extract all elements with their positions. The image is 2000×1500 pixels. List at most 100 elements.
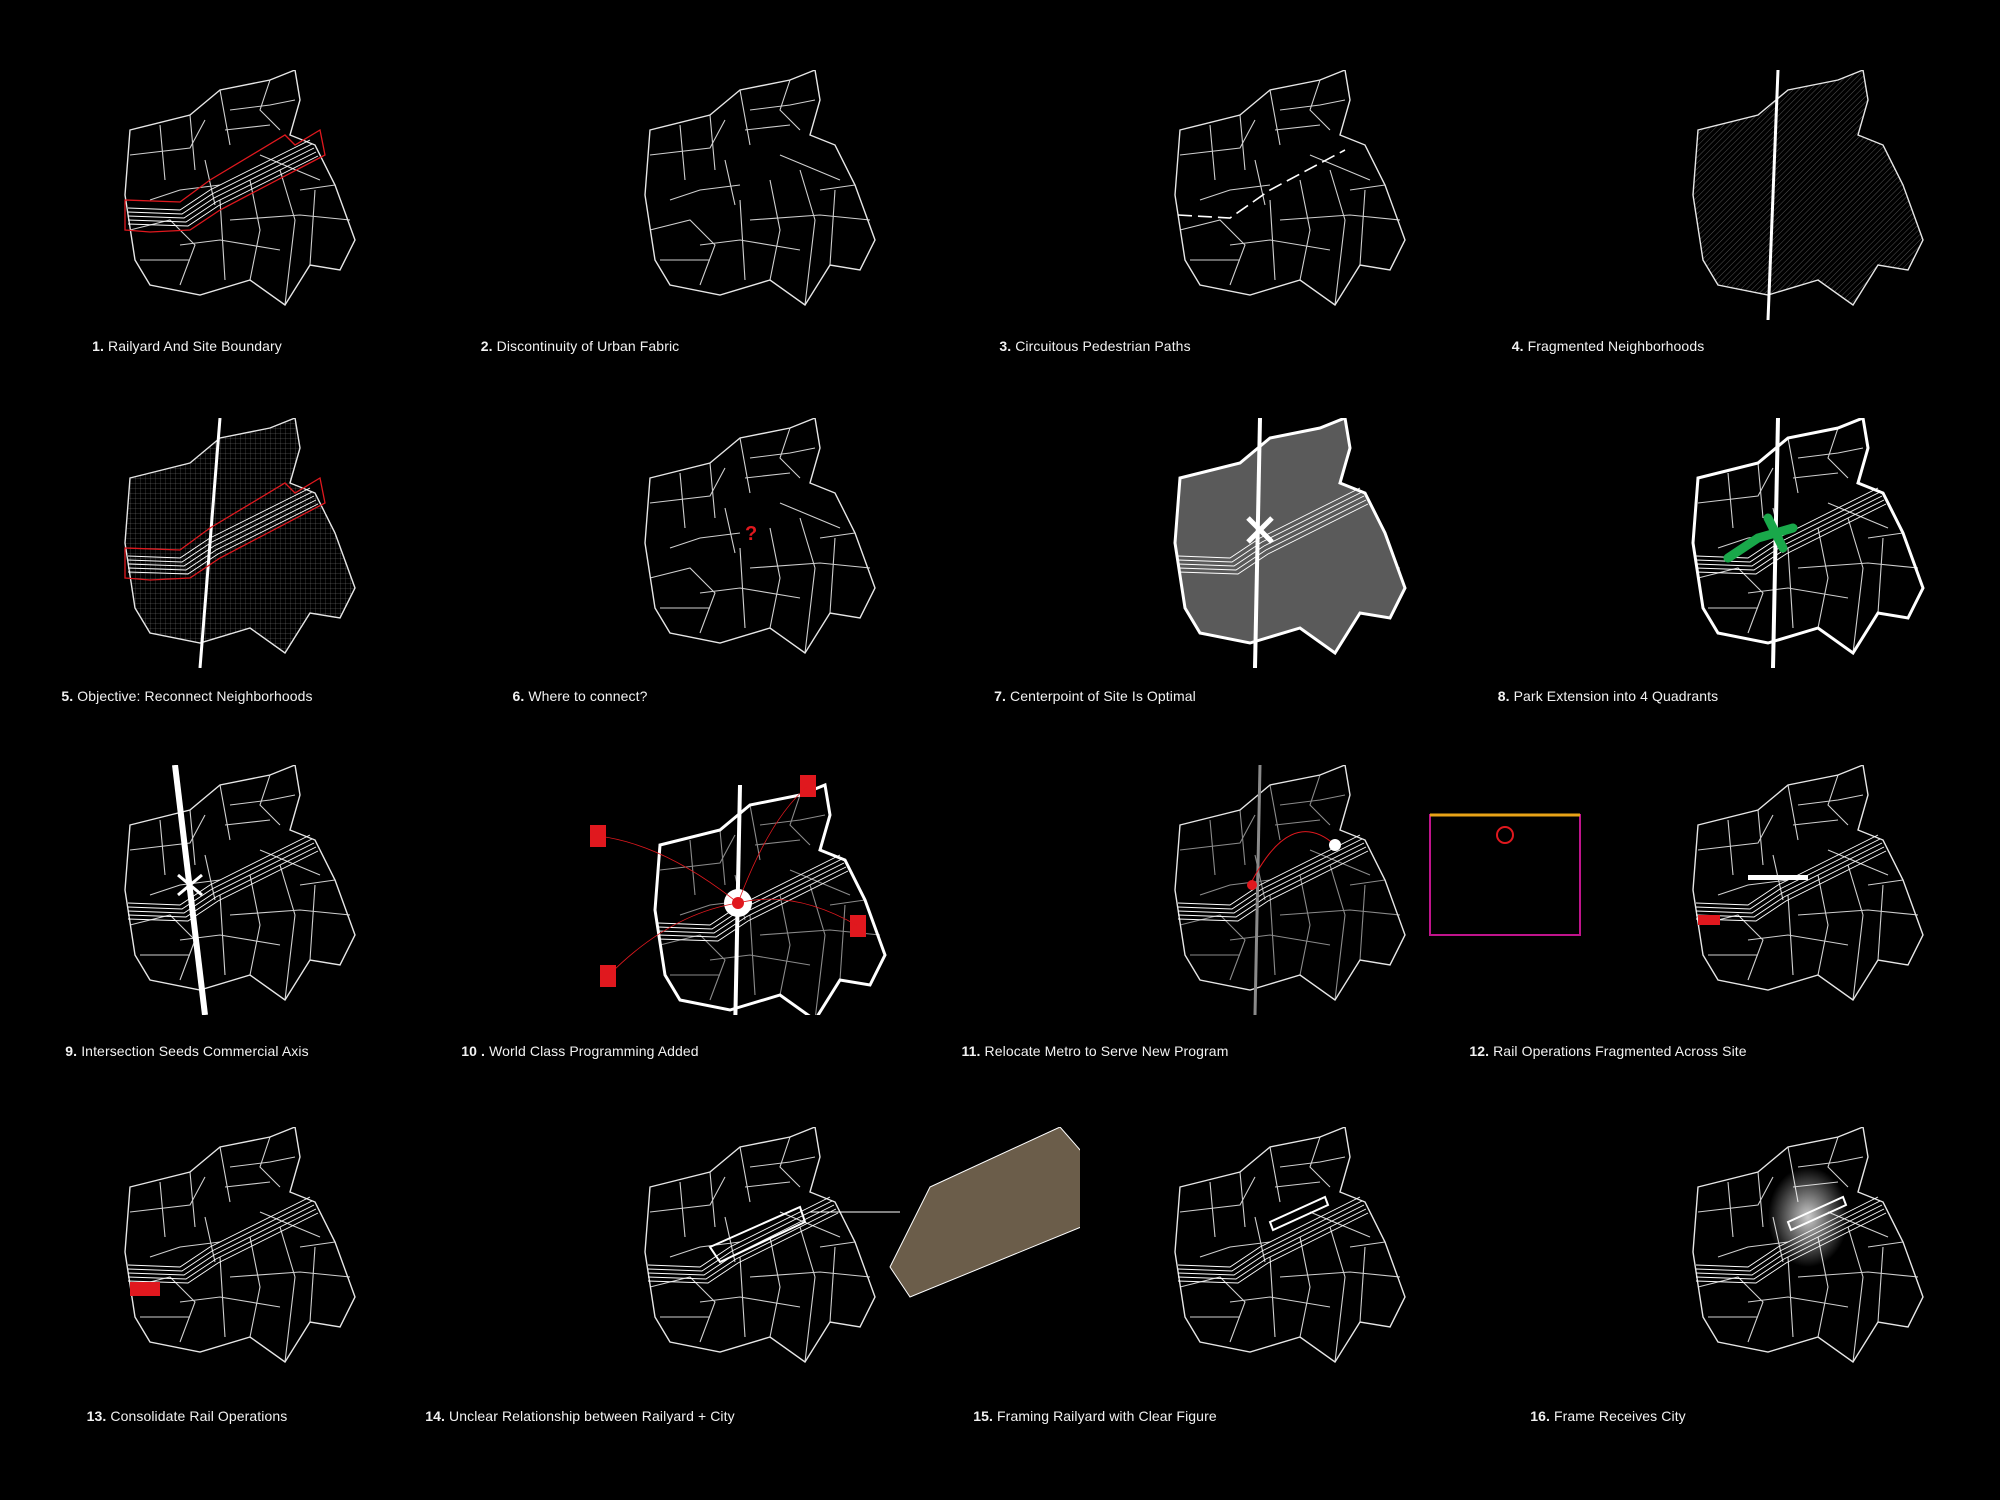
rail-operation (1698, 915, 1720, 925)
map-green-park-icon (1691, 415, 1925, 669)
street-line (669, 532, 741, 549)
rail-track (1695, 503, 1887, 575)
diagram-11 (1170, 764, 1610, 1020)
street-line (129, 1176, 206, 1213)
street-line (749, 447, 816, 459)
caption-4: 4.Fragmented Neighborhoods (1511, 338, 1705, 354)
street-line (1309, 774, 1331, 826)
caption-12: 12.Rail Operations Fragmented Across Sit… (1469, 1043, 1747, 1059)
rail-track (647, 1204, 835, 1276)
street-line (1199, 184, 1271, 201)
street-line (1797, 447, 1864, 459)
street-line (1239, 809, 1246, 866)
street-line (829, 899, 866, 906)
street-line (309, 189, 316, 266)
rail-track (1177, 1204, 1365, 1276)
rail-track (127, 850, 319, 922)
street-line (1309, 79, 1331, 131)
diagram-7 (1170, 415, 1410, 673)
street-line (1757, 462, 1764, 519)
street-line (1359, 884, 1366, 961)
street-line (779, 154, 841, 181)
street-line (279, 169, 296, 306)
street-line (1279, 1156, 1346, 1168)
caption-10: 10 .World Class Programming Added (461, 1043, 699, 1059)
rail-track (657, 870, 849, 942)
street-line (189, 1171, 196, 1228)
street-line (1697, 814, 1774, 851)
rail-track (1177, 499, 1367, 571)
map-hatched-quadrants-icon (1692, 69, 1924, 321)
street-line (789, 869, 851, 896)
rail-track (127, 838, 313, 910)
rail-track (1695, 846, 1885, 918)
street-line (724, 507, 736, 554)
rail-track (1177, 1196, 1361, 1268)
street-line (189, 114, 196, 171)
street-line (1747, 1296, 1849, 1308)
railyard-outline (708, 1205, 807, 1264)
street-line (1727, 472, 1734, 529)
street-line (1867, 1241, 1904, 1248)
street-line (1274, 124, 1321, 131)
street-line (779, 894, 791, 996)
rail-track (127, 147, 315, 219)
street-line (1269, 1146, 1281, 1203)
site-outline (1174, 1126, 1406, 1364)
street-line (1697, 1176, 1774, 1213)
rail-track (647, 1208, 837, 1280)
hatched-site (124, 417, 356, 655)
street-line (749, 214, 871, 221)
map-aerial-photo-icon (644, 1126, 1131, 1364)
street-line (1179, 1276, 1246, 1343)
caption-8: 8.Park Extension into 4 Quadrants (1497, 688, 1719, 704)
quadrant-divider (1253, 764, 1262, 1016)
street-line (219, 784, 231, 841)
street-line (1299, 1236, 1311, 1338)
street-line (1239, 1171, 1246, 1228)
rail-track (1695, 487, 1879, 559)
hatched-site (1692, 69, 1924, 307)
street-line (799, 169, 816, 306)
metro-stop (1247, 880, 1257, 890)
rail-track (647, 1212, 839, 1284)
street-line (309, 884, 316, 961)
map-rail-consolidated-icon (124, 1126, 356, 1364)
rail-track (127, 487, 311, 559)
street-line (1797, 909, 1919, 916)
caption-3: 3.Circuitous Pedestrian Paths (999, 338, 1191, 354)
street-line (1792, 819, 1839, 826)
street-line (699, 239, 801, 251)
street-line (1827, 502, 1889, 529)
diagram-15 (1170, 1126, 1410, 1382)
street-line (1309, 1211, 1371, 1238)
street-line (769, 179, 781, 281)
street-line (1797, 1271, 1919, 1278)
site-outline (1174, 764, 1406, 1002)
site-outline (644, 417, 876, 655)
street-line (229, 1156, 296, 1168)
caption-2: 2.Discontinuity of Urban Fabric (480, 338, 680, 354)
street-line (669, 184, 741, 201)
street-line (1274, 1181, 1321, 1188)
rail-track (1177, 487, 1361, 559)
street-line (1349, 1241, 1386, 1248)
program-figure (800, 775, 816, 797)
aerial-photo (889, 1126, 1131, 1298)
street-line (1877, 884, 1884, 961)
program-link (607, 902, 739, 977)
street-line (249, 1236, 261, 1338)
caption-9: 9.Intersection Seeds Commercial Axis (65, 1043, 309, 1059)
street-line (299, 1241, 336, 1248)
map-red-programs-icon (590, 775, 887, 1036)
metro-station (1496, 826, 1514, 844)
street-line (279, 864, 296, 1001)
street-line (229, 909, 351, 916)
street-line (744, 1181, 791, 1188)
map-path-arrows-icon (1174, 69, 1406, 307)
caption-1: 1.Railyard And Site Boundary (92, 338, 282, 354)
street-line (754, 839, 801, 846)
street-line (1179, 814, 1256, 851)
diagram-10 (570, 765, 1010, 1036)
